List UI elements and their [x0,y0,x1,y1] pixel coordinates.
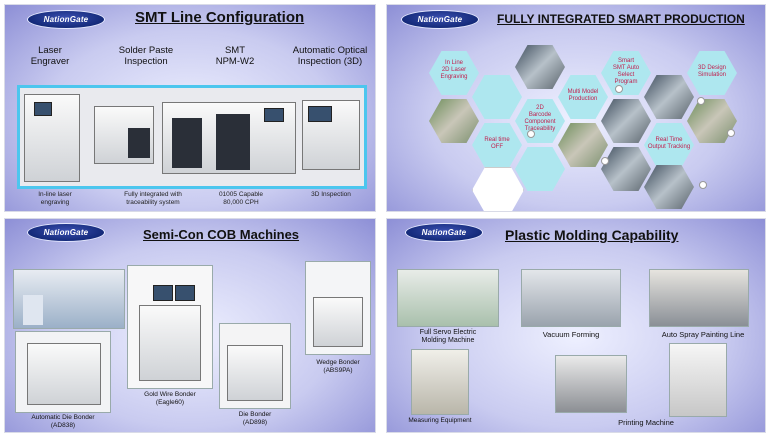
panel-title: Semi-Con COB Machines [143,227,300,242]
hex-photo-machine [644,75,694,119]
hex-photo-pcb [429,99,479,143]
panel-title: Plastic Molding Capability [505,227,679,243]
item-caption: Measuring Equipment [408,417,472,424]
hex-tile [515,147,565,191]
wedge-bonder [313,297,363,347]
machine-caption: Die Bonder(AD898) [238,411,272,426]
panel-title: FULLY INTEGRATED SMART PRODUCTION [497,12,745,26]
panel-smart-production: NationGate FULLY INTEGRATED SMART PRODUC… [386,4,766,212]
die-bonder [227,345,283,401]
hex-photo-chart [472,167,524,211]
item-caption: Printing Machine [618,418,674,427]
machine-caption: Automatic Die Bonder(AD838) [31,414,95,429]
machine-shadow [128,128,150,158]
item-caption: Auto Spray Painting Line [661,330,745,339]
item-caption: Vacuum Forming [542,330,600,339]
panel-plastic-molding: NationGate Plastic Molding Capability Fu… [386,218,766,433]
machine-screen [153,285,173,301]
molding-machine-photo [397,269,499,327]
machine-shadow [216,114,250,170]
vacuum-forming-photo [521,269,621,327]
connector-dot [527,130,535,138]
automatic-die-bonder [27,343,101,405]
nationgate-logo: NationGate [401,10,479,29]
operator-figure [23,295,43,325]
panel-cob-machines: NationGate Semi-Con COB Machines Automat… [4,218,376,433]
connector-dot [601,157,609,165]
machine-caption: Wedge Bonder(ABS9PA) [316,359,360,374]
machine-shadow [172,118,202,168]
nationgate-logo: NationGate [405,223,483,242]
hex-photo-chart [601,147,651,191]
machine-caption: Gold Wire Bonder(Eagle60) [144,391,196,406]
machine-screen [308,106,332,122]
spray-painting-photo [649,269,749,327]
hex-tile [429,51,479,95]
connector-dot [699,181,707,189]
smt-line-photo [17,85,367,189]
laser-engraver-machine [24,94,80,182]
nationgate-logo: NationGate [27,10,105,29]
column-caption: 3D Inspection [311,191,351,198]
machine-screen [264,108,284,122]
machine-screen [34,102,52,116]
gold-wire-bonder [139,305,201,381]
hex-photo-chip [515,45,565,89]
connector-dot [615,85,623,93]
measuring-equipment-photo [411,349,469,415]
printing-machine-photo [555,355,627,413]
hex-photo-building [644,165,694,209]
pad-printer-photo [669,343,727,417]
panel-title: SMT Line Configuration [135,9,305,26]
machine-screen [175,285,195,301]
connector-dot [697,97,705,105]
nationgate-logo: NationGate [27,223,105,242]
connector-dot [727,129,735,137]
